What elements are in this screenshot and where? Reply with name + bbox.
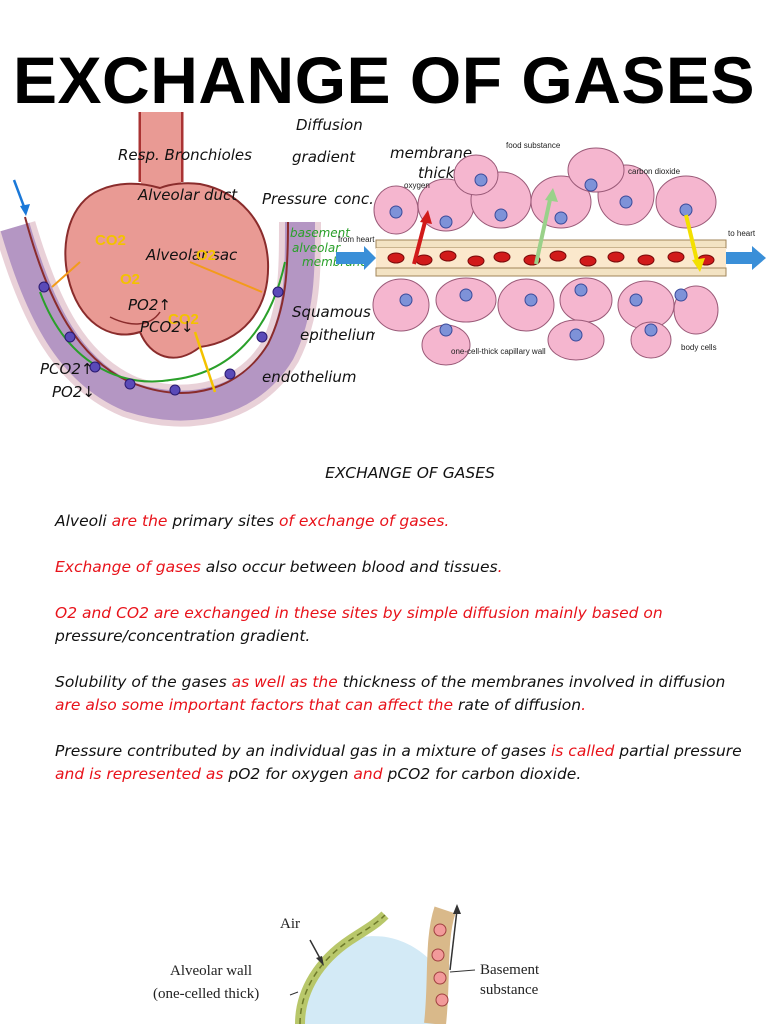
label-body-cells: body cells	[681, 343, 717, 352]
label-po2-down: PO2↓	[52, 383, 95, 401]
bottom-diagram: Air Alveolar wall (one-celled thick) Bas…	[153, 904, 540, 1024]
label-gradient: gradient	[292, 148, 356, 166]
note-paragraph-5: Pressure contributed by an individual ga…	[55, 742, 742, 783]
label-o2-b: O2	[196, 247, 216, 264]
label-basement-substance-1: Basement	[480, 962, 540, 978]
label-pco2-down: PCO2↓	[140, 318, 193, 336]
label-co2-b: CO2	[168, 311, 199, 328]
label-from-heart: from heart	[338, 235, 375, 244]
label-one-celled: (one-celled thick)	[153, 986, 259, 1002]
label-food: food substance	[506, 141, 561, 150]
notes-heading: EXCHANGE OF GASES	[325, 464, 495, 482]
label-po2-up: PO2↑	[128, 296, 171, 314]
label-co2-a: CO2	[95, 232, 126, 249]
capillary-diagram: food substance oxygen carbon dioxide fro…	[336, 141, 766, 366]
label-pressure: Pressure	[262, 190, 327, 208]
label-alveolar-wall: Alveolar wall	[170, 963, 252, 979]
label-bronchioles: Resp. Bronchioles	[118, 146, 252, 164]
label-duct: Alveolar duct	[137, 186, 238, 204]
note-paragraph-3: O2 and CO2 are exchanged in these sites …	[55, 604, 663, 645]
label-oxygen: oxygen	[404, 181, 430, 190]
label-epithelium: epithelium	[300, 326, 375, 344]
label-to-heart: to heart	[728, 229, 756, 238]
label-conc: conc.	[334, 190, 374, 208]
note-paragraph-1: Alveoli are the primary sites of exchang…	[55, 512, 450, 530]
label-squamous: Squamous	[292, 303, 371, 321]
notes-section: EXCHANGE OF GASES Alveoli are the primar…	[55, 462, 745, 809]
note-paragraph-4: Solubility of the gases as well as the t…	[55, 673, 726, 714]
alveolus-diagram: Resp. Bronchioles Alveolar duct Alveolar…	[0, 112, 375, 427]
label-basement: basement	[290, 226, 351, 240]
label-pco2-up: PCO2↑	[40, 360, 93, 378]
label-wall: one-cell-thick capillary wall	[451, 347, 546, 356]
label-alveolar-green: alveolar	[292, 241, 341, 255]
label-endothelium: endothelium	[262, 368, 357, 386]
label-air: Air	[280, 916, 300, 932]
note-paragraph-2: Exchange of gases also occur between blo…	[55, 558, 503, 576]
label-diffusion: Diffusion	[296, 116, 363, 134]
label-basement-substance-2: substance	[480, 982, 539, 998]
label-sac: Alveolar sac	[145, 246, 238, 264]
label-o2-a: O2	[120, 271, 140, 288]
label-membrane: membrane	[390, 144, 472, 162]
label-carbon-dioxide: carbon dioxide	[628, 167, 681, 176]
page-title: EXCHANGE OF GASES	[13, 43, 755, 117]
